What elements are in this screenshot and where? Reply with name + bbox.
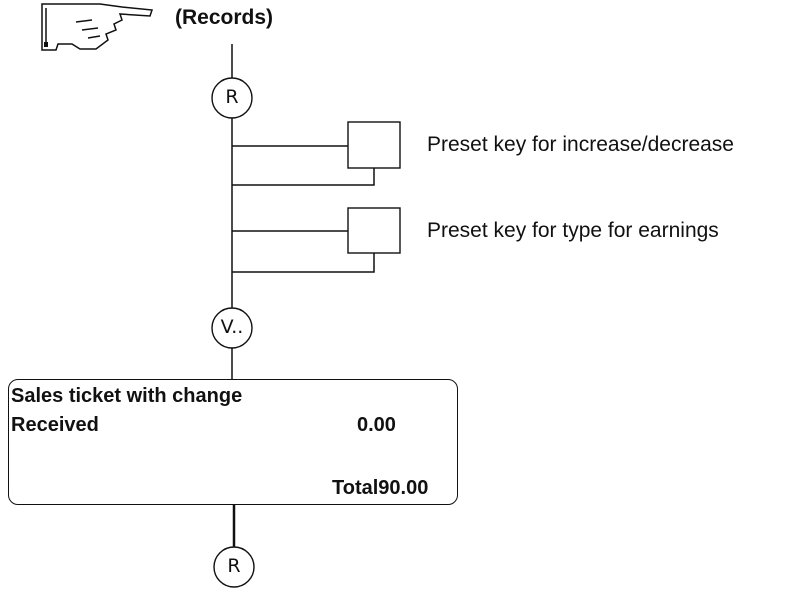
r-key-end-label: R <box>227 555 241 577</box>
v-key-label: V.. <box>220 316 244 338</box>
preset-key-increase-decrease[interactable] <box>347 121 401 169</box>
display-line-ticket: Sales ticket with change <box>11 385 243 407</box>
preset-key-increase-decrease-label: Preset key for increase/decrease <box>427 133 734 156</box>
r-key-end[interactable] <box>213 546 255 588</box>
records-title: (Records) <box>175 6 274 29</box>
total-value: Total90.00 <box>332 477 429 499</box>
received-value: 0.00 <box>357 414 396 436</box>
r-key-start-label: R <box>225 86 239 108</box>
display-panel: Sales ticket with change Received 0.00 T… <box>8 379 458 505</box>
branch-return-line <box>232 253 375 273</box>
branch-return-line <box>232 168 375 186</box>
preset-key-earnings-type-label: Preset key for type for earnings <box>427 219 719 242</box>
r-key-start[interactable] <box>211 77 253 119</box>
received-label: Received <box>11 414 99 436</box>
pointing-hand-icon <box>41 3 154 51</box>
preset-key-earnings-type[interactable] <box>347 207 401 254</box>
v-key[interactable] <box>211 307 253 349</box>
